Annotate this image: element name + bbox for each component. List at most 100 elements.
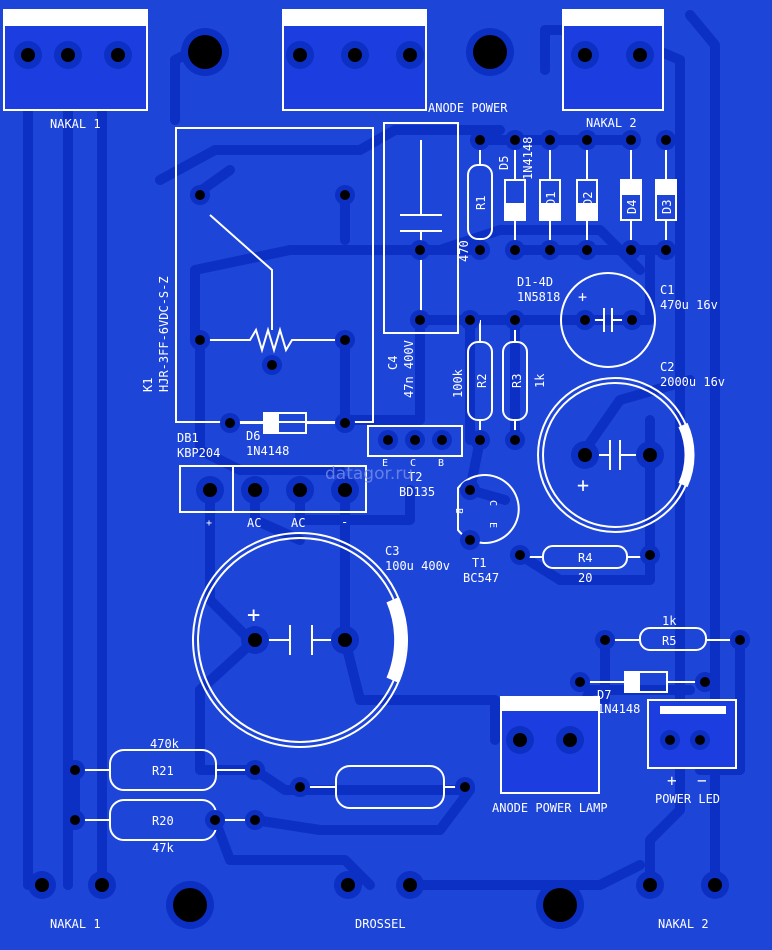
pad-hole	[661, 245, 671, 255]
label-db1-ac2: AC	[291, 516, 305, 530]
label-relay-ref: K1	[141, 378, 155, 392]
label-d5-ref: D5	[497, 156, 511, 170]
pad-hole	[700, 677, 710, 687]
pad-hole	[465, 485, 475, 495]
pad-large-hole	[293, 483, 307, 497]
label-nakal1-bottom: NAKAL 1	[50, 917, 101, 931]
capacitor-c3-outline	[192, 532, 408, 748]
bridge-db1-outline	[179, 465, 367, 513]
pad-large-hole	[111, 48, 125, 62]
label-r5-ref: R5	[662, 634, 676, 648]
pad-large-hole	[563, 733, 577, 747]
label-d6-part: 1N4148	[246, 444, 289, 458]
pad-hole	[340, 190, 350, 200]
label-led-plus: +	[667, 771, 677, 790]
label-r20-val: 47k	[152, 841, 174, 855]
label-d6-ref: D6	[246, 429, 260, 443]
pad-large-hole	[403, 878, 417, 892]
label-t2-e: E	[382, 458, 388, 469]
label-d5-part: 1N4148	[521, 137, 535, 180]
label-t2-ref: T2	[408, 470, 422, 484]
label-d7-part: 1N4148	[597, 702, 640, 716]
pad-large-hole	[203, 483, 217, 497]
label-t1-c: C	[487, 500, 498, 506]
label-db1-minus: -	[341, 515, 348, 529]
label-c2-val: 2000u 16v	[660, 375, 725, 389]
pad-hole	[510, 315, 520, 325]
pad-hole	[475, 435, 485, 445]
label-anode-power: ANODE POWER	[428, 101, 508, 115]
pad-large-hole	[61, 48, 75, 62]
label-c2-plus: +	[577, 473, 589, 497]
label-c3-ref: C3	[385, 544, 399, 558]
label-r21-val: 470k	[150, 737, 180, 751]
pad-hole	[582, 245, 592, 255]
pad-hole	[383, 435, 393, 445]
pad-hole	[415, 245, 425, 255]
capacitor-c2-outline	[537, 377, 695, 533]
pad-large-hole	[633, 48, 647, 62]
label-c3-val: 100u 400v	[385, 559, 450, 573]
pad-large-hole	[643, 878, 657, 892]
pad-large-hole	[338, 483, 352, 497]
pad-large-hole	[248, 633, 262, 647]
label-r2-ref: R2	[475, 374, 489, 388]
pad-large-hole	[348, 48, 362, 62]
diode-bodies	[230, 140, 705, 693]
label-anode-power-lamp: ANODE POWER LAMP	[492, 801, 608, 815]
label-t1-ref: T1	[472, 556, 486, 570]
pad-hole	[645, 550, 655, 560]
pad-hole	[415, 315, 425, 325]
label-d1-4-part: 1N5818	[517, 290, 560, 304]
silkscreen-labels: NAKAL 1 ANODE POWER NAKAL 2 NAKAL 1 DROS…	[50, 101, 725, 931]
label-d2: D2	[581, 192, 595, 206]
pad-hole	[465, 315, 475, 325]
label-t2-part: BD135	[399, 485, 435, 499]
pad-hole	[460, 782, 470, 792]
label-db1-part: KBP204	[177, 446, 220, 460]
pad-large-hole	[708, 878, 722, 892]
label-r20-ref: R20	[152, 814, 174, 828]
pad-hole	[195, 190, 205, 200]
label-c2-ref: C2	[660, 360, 674, 374]
label-led-minus: −	[697, 771, 707, 790]
label-r1-ref: R1	[474, 196, 488, 210]
label-c4-val: 47n 400V	[402, 340, 416, 398]
pad-hole	[545, 245, 555, 255]
label-nakal2-bottom: NAKAL 2	[658, 917, 709, 931]
label-nakal1-top: NAKAL 1	[50, 117, 101, 131]
pad-large-hole	[513, 733, 527, 747]
label-drossel: DROSSEL	[355, 917, 406, 931]
watermark: datagor.ru	[325, 464, 413, 484]
label-db1-ref: DB1	[177, 431, 199, 445]
pad-hole	[475, 245, 485, 255]
label-db1-plus: +	[206, 518, 212, 529]
mounting-holes	[166, 28, 584, 929]
label-db1-ac1: AC	[247, 516, 261, 530]
pad-hole	[510, 135, 520, 145]
label-d4: D4	[625, 200, 639, 214]
label-d7-ref: D7	[597, 688, 611, 702]
label-c1-ref: C1	[660, 283, 674, 297]
pad-hole	[695, 735, 705, 745]
pad-large-hole	[95, 878, 109, 892]
label-r1-val: 470	[457, 240, 471, 262]
pad-hole	[250, 815, 260, 825]
label-d1: D1	[544, 192, 558, 206]
label-r2-val: 100k	[451, 368, 465, 398]
pad-large-hole	[341, 878, 355, 892]
label-t1-b: B	[453, 508, 464, 514]
pad-hole	[580, 315, 590, 325]
label-d3: D3	[660, 200, 674, 214]
pad-hole	[465, 535, 475, 545]
label-r5-val: 1k	[662, 614, 677, 628]
pad-hole	[437, 435, 447, 445]
label-r21-ref: R21	[152, 764, 174, 778]
pad-hole	[575, 677, 585, 687]
pad-large-hole	[293, 48, 307, 62]
pad-hole	[582, 135, 592, 145]
pad-hole	[70, 765, 80, 775]
label-power-led: POWER LED	[655, 792, 720, 806]
pad-hole	[210, 815, 220, 825]
